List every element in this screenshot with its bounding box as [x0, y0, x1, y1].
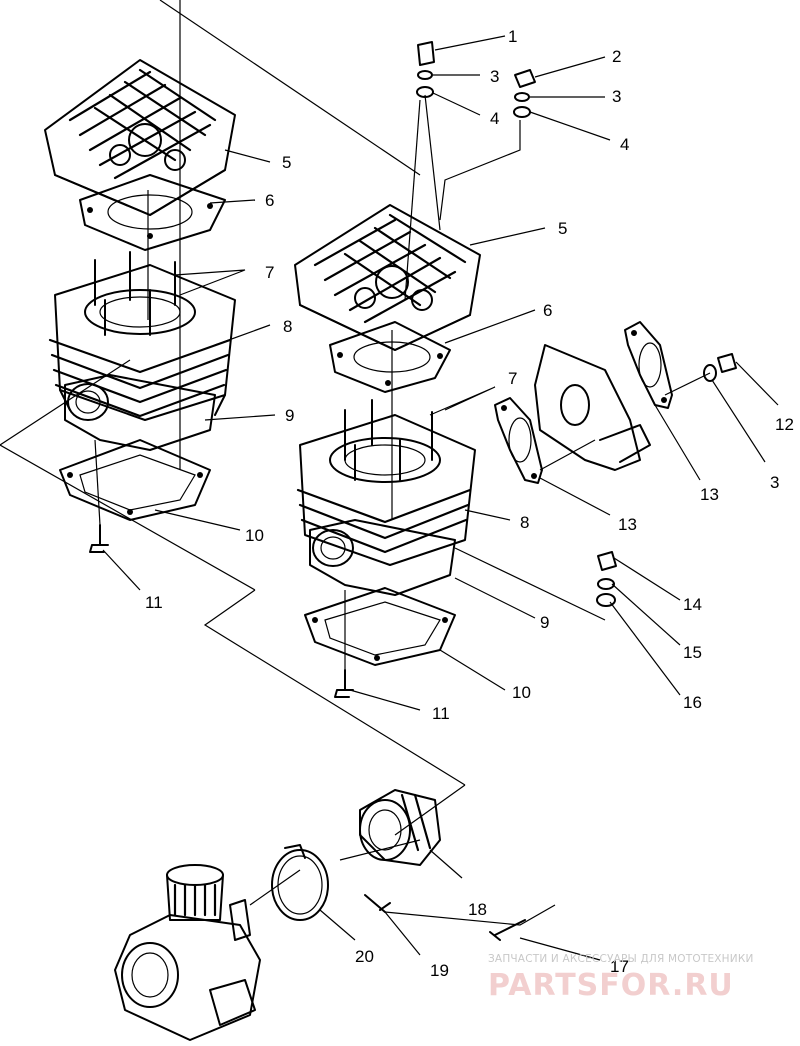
crankcase-right	[309, 519, 456, 596]
exhaust-gasket-b	[494, 397, 543, 484]
callout-13-a: 13	[700, 485, 719, 504]
fitting-right	[334, 669, 354, 698]
callout-5-right: 5	[558, 219, 567, 238]
nut-1	[417, 41, 435, 66]
callout-15: 15	[683, 643, 702, 662]
callout-11-left: 11	[145, 593, 163, 612]
callout-9-right: 9	[540, 613, 549, 632]
nut-2	[514, 69, 536, 88]
exhaust-manifold	[534, 344, 651, 471]
callout-11-right: 11	[432, 704, 450, 723]
callout-12: 12	[775, 415, 794, 434]
callout-7-right: 7	[508, 369, 517, 388]
callout-10-left: 10	[245, 526, 264, 545]
callout-2: 2	[612, 47, 621, 66]
callout-4-right: 4	[620, 135, 629, 154]
callout-13-b: 13	[618, 515, 637, 534]
callout-3-exhaust: 3	[770, 473, 779, 492]
cylinder-right	[296, 414, 476, 566]
washer-4-right	[513, 106, 531, 118]
callout-19: 19	[430, 961, 449, 980]
reference-lines	[0, 0, 711, 926]
callout-7-left: 7	[265, 263, 274, 282]
washer-15	[597, 578, 615, 590]
cylinder-left	[48, 264, 236, 421]
watermark-brand: PARTSFOR.RU	[488, 968, 734, 1003]
callout-8-right: 8	[520, 513, 529, 532]
watermark: ЗАПЧАСТИ И АКСЕССУАРЫ ДЛЯ МОТОТЕХНИКИ PA…	[488, 953, 754, 1003]
screw-19	[364, 894, 391, 913]
cylinder-head-left	[44, 59, 236, 216]
callout-18: 18	[468, 900, 487, 919]
callout-6-right: 6	[543, 301, 552, 320]
callout-4-left: 4	[490, 109, 499, 128]
callout-9-left: 9	[285, 406, 294, 425]
crankcase-left	[64, 374, 216, 451]
callout-8-left: 8	[283, 317, 292, 336]
callout-3-right: 3	[612, 87, 621, 106]
watermark-tagline: ЗАПЧАСТИ И АКСЕССУАРЫ ДЛЯ МОТОТЕХНИКИ	[488, 953, 754, 965]
callout-10-right: 10	[512, 683, 531, 702]
callout-20: 20	[355, 947, 374, 966]
intake-boot	[359, 789, 441, 866]
head-gasket-left	[79, 174, 226, 251]
callout-6-left: 6	[265, 191, 274, 210]
washer-16	[596, 593, 616, 607]
exhaust-gasket-a	[624, 321, 673, 409]
clamp-20	[271, 844, 329, 921]
carburetor	[114, 864, 261, 1041]
base-gasket-right	[304, 587, 456, 666]
washer-3-right	[514, 92, 530, 102]
cylinder-head-right	[294, 204, 481, 351]
fitting-left	[89, 524, 109, 553]
base-gasket-left	[59, 439, 211, 521]
leader-lines	[102, 35, 779, 961]
nut-12	[717, 353, 737, 373]
bolt-17	[489, 919, 526, 941]
nut-14	[597, 551, 617, 571]
callout-14: 14	[683, 595, 702, 614]
callout-1: 1	[508, 27, 517, 46]
callout-3-left: 3	[490, 67, 499, 86]
callout-16: 16	[683, 693, 702, 712]
callout-5-left: 5	[282, 153, 291, 172]
callout-17: 17	[610, 957, 629, 976]
washer-3-exhaust	[703, 364, 717, 382]
callout-numbers: 1 2 3 3 4 4 5 5 6 6 7 7 8 8 9 9 10 10 11…	[145, 27, 794, 980]
washer-3-left	[417, 70, 433, 80]
